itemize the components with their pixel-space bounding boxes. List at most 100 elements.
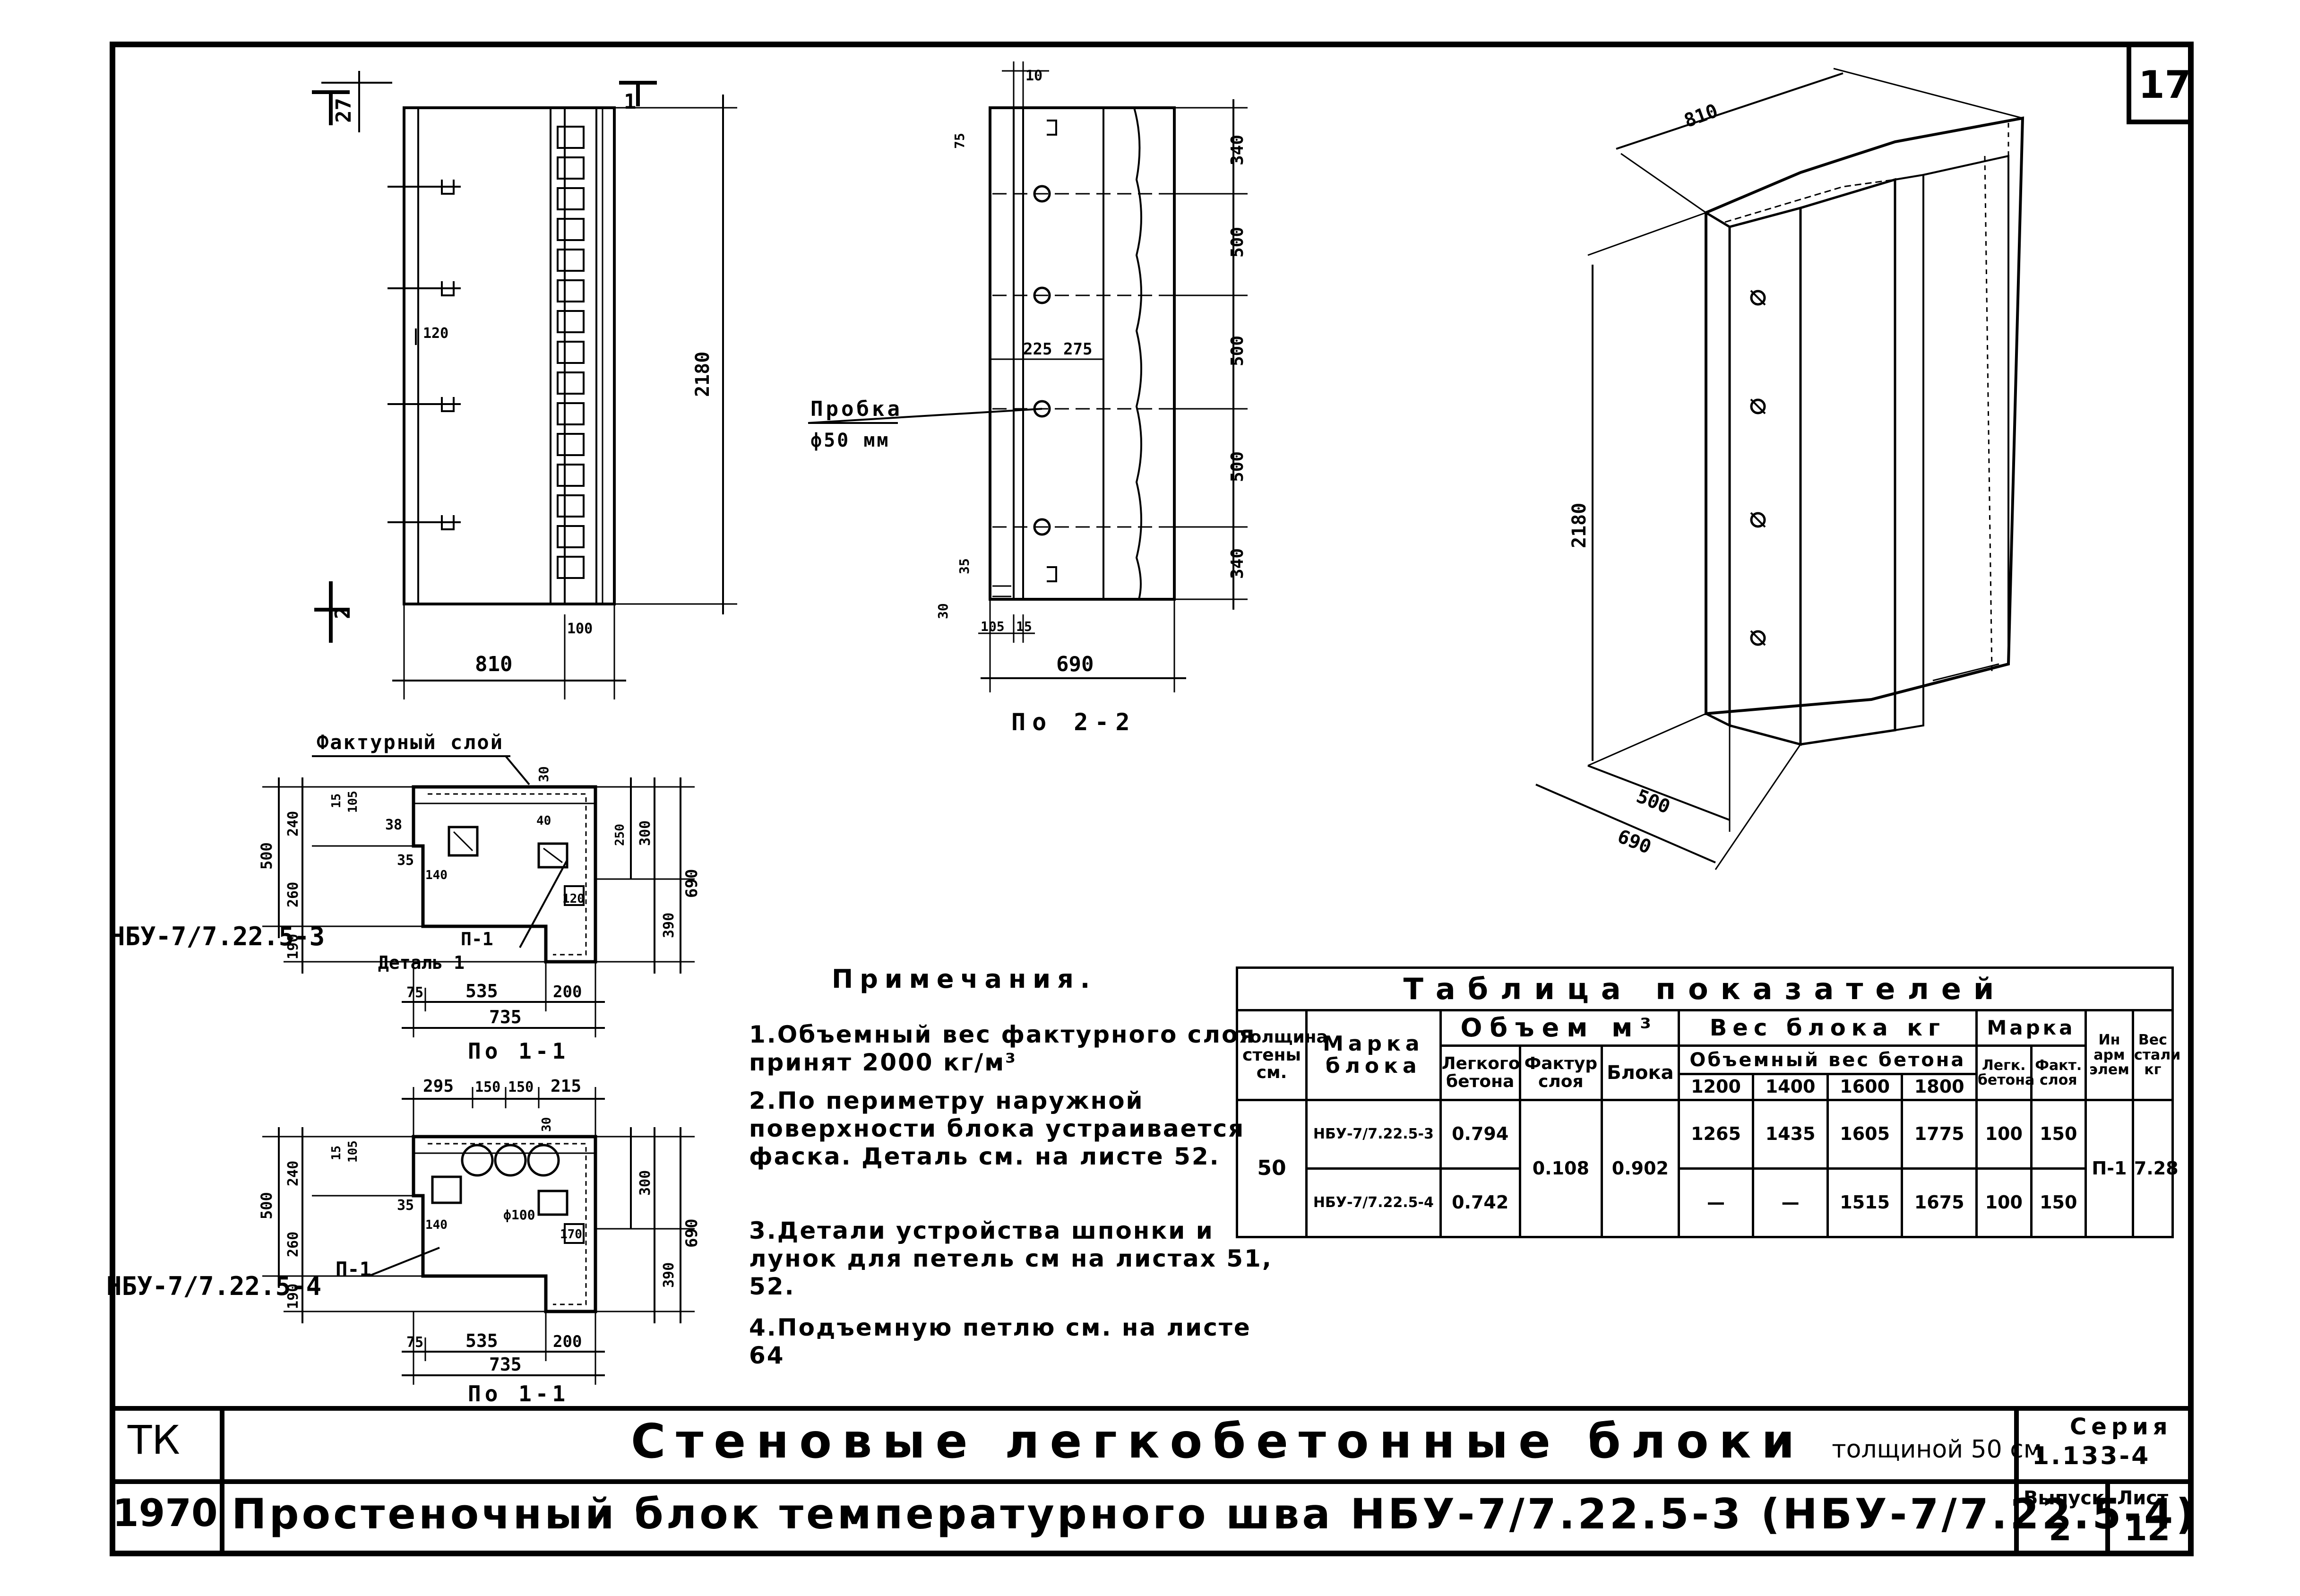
plan1-dim-690: 690 [682, 869, 701, 898]
plan2-dim-500: 500 [258, 1192, 276, 1219]
corner-number: 17 [2138, 63, 2191, 107]
th-volume: Объем м³ [1439, 1009, 1680, 1047]
series-label: Серия [2070, 1414, 2172, 1440]
cell-grade-light-2: 100 [1975, 1167, 2033, 1238]
plan1-element: П-1 [461, 929, 493, 949]
plan1-dim-120: 120 [562, 892, 585, 906]
cell-w1800-1: 1775 [1901, 1099, 1978, 1170]
note-1: 1.Объемный вес фактурного слоя принят 20… [749, 1021, 1256, 1076]
plan1-dim-735: 735 [489, 1007, 522, 1027]
plan2-dim-170: 170 [560, 1227, 582, 1242]
sec-dim-690: 690 [1056, 652, 1094, 676]
plan2-dim-215: 215 [551, 1077, 581, 1096]
plan2-dim-390: 390 [661, 1262, 677, 1288]
th-w1200: 1200 [1677, 1073, 1755, 1101]
th-w1400: 1400 [1752, 1073, 1829, 1101]
note-4: 4.Подъемную петлю см. на листе 64 [749, 1314, 1251, 1369]
notes-title: Примечания. [832, 964, 1097, 994]
sheet-frame [110, 42, 2194, 1556]
plan1-dim-240: 240 [285, 811, 301, 837]
sec-dim-340a: 340 [1228, 135, 1247, 165]
cell-vol-block: 0.902 [1600, 1099, 1680, 1238]
sec-dim-10: 10 [1025, 68, 1042, 84]
plan1-dim-260: 260 [285, 882, 301, 907]
sec-dim-15: 15 [1016, 619, 1032, 634]
plan1-dim-75: 75 [406, 984, 423, 1001]
th-w1600: 1600 [1826, 1073, 1904, 1101]
th-steel: Вес стали кг [2131, 1009, 2180, 1101]
plan2-section: По 1-1 [468, 1381, 569, 1406]
plan2-dim-295: 295 [423, 1077, 454, 1096]
plan2-dim-75: 75 [406, 1334, 423, 1351]
issue-label: Выпуск [2024, 1487, 2105, 1509]
sec-dim-340b: 340 [1228, 548, 1247, 579]
plan1-dim-300: 300 [637, 820, 654, 846]
title-block-left-rule [220, 1406, 224, 1556]
plan1-dim-38: 38 [385, 817, 402, 833]
plan2-dim-260: 260 [285, 1232, 301, 1257]
cell-mark-2: НБУ-7/7.22.5-4 [1305, 1167, 1442, 1238]
iso-dim-810: 810 [1681, 100, 1721, 132]
th-weight-sub: Объемный вес бетона [1677, 1044, 1978, 1075]
corner-number-box [2127, 45, 2188, 124]
title-block-right-rule [2014, 1406, 2019, 1556]
sec-callout-1: Пробка [810, 397, 903, 421]
cell-w1400-1: 1435 [1752, 1099, 1829, 1170]
plan1-dim-40: 40 [536, 814, 551, 828]
cell-w1400-2: — [1752, 1167, 1829, 1238]
front-dim-1: 1 [624, 90, 637, 114]
cell-w1600-2: 1515 [1826, 1167, 1904, 1238]
th-weight: Вес блока кг [1677, 1009, 1978, 1047]
indicators-table: Таблица показателей Толщина стены см. Ма… [1235, 966, 2180, 1238]
sheet-value: 12 [2124, 1510, 2171, 1548]
sec-dim-500a: 500 [1228, 227, 1247, 258]
plan2-dim-190: 190 [285, 1284, 301, 1309]
sec-title: По 2-2 [1011, 708, 1137, 736]
cell-w1200-2: — [1677, 1167, 1755, 1238]
sec-dim-225: 225 [1023, 340, 1052, 359]
plan1-dim-535: 535 [465, 981, 498, 1001]
iso-dim-2180: 2180 [1568, 503, 1590, 548]
table-title: Таблица показателей [1236, 966, 2174, 1011]
th-mark: Марка блока [1305, 1009, 1442, 1101]
sheet-label: Лист [2117, 1487, 2169, 1509]
sec-dim-105: 105 [981, 619, 1005, 634]
cell-thickness: 50 [1235, 1099, 1308, 1238]
plan-1 [262, 755, 695, 1037]
issue-value: 2 [2049, 1510, 2072, 1548]
title-main-text: Стеновые легкобетонные блоки [631, 1414, 1805, 1469]
note-2: 2.По периметру наружной поверхности блок… [749, 1087, 1245, 1170]
sec-dim-30: 30 [935, 603, 951, 619]
cell-w1600-1: 1605 [1826, 1099, 1904, 1170]
th-vol-light: Легкого бетона [1439, 1044, 1521, 1101]
front-elevation [312, 71, 737, 699]
plan2-dim-240: 240 [285, 1161, 301, 1186]
sec-callout-2: ф50 мм [810, 430, 890, 451]
th-w1800: 1800 [1901, 1073, 1978, 1101]
cell-grade-fact-1: 150 [2030, 1099, 2087, 1170]
plan1-dim-500: 500 [258, 842, 276, 870]
plan2-dim-690: 690 [682, 1219, 701, 1248]
cell-steel: 7.28 [2131, 1099, 2179, 1238]
plan1-dim-250: 250 [613, 824, 627, 846]
th-grade: Марка [1975, 1009, 2087, 1047]
front-dim-height: 2180 [692, 352, 714, 397]
sec-dim-500c: 500 [1228, 451, 1247, 482]
iso-dim-690: 690 [1614, 826, 1654, 859]
sec-dim-35: 35 [956, 558, 972, 574]
note-3: 3.Детали устройства шпонки и лунок для п… [749, 1217, 1273, 1300]
front-dim-100: 100 [567, 621, 593, 637]
cell-vol-light-1: 0.794 [1439, 1099, 1521, 1170]
cell-vol-fact: 0.108 [1518, 1099, 1603, 1238]
cell-w1800-2: 1675 [1901, 1167, 1978, 1238]
year-label: 1970 [112, 1491, 218, 1535]
cell-arm: П-1 [2085, 1099, 2134, 1238]
plan-2 [262, 1087, 695, 1385]
plan2-dim-200: 200 [553, 1332, 582, 1351]
plan2-dim-15: 15 [329, 1146, 344, 1160]
front-dim-120: 120 [423, 325, 448, 342]
org-label: ТК [128, 1417, 180, 1463]
plan2-dim-735: 735 [489, 1354, 522, 1375]
section-2-2 [808, 61, 1248, 692]
